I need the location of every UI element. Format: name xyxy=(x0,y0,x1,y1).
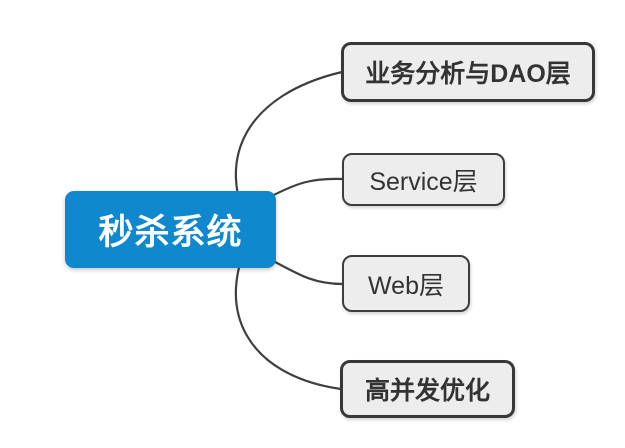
child-topic-label: Web层 xyxy=(368,271,444,300)
connector-line-root-to-child-1 xyxy=(262,177,345,202)
child-topic-label: 高并发优化 xyxy=(364,377,490,405)
child-topic-label: 业务分析与DAO层 xyxy=(365,60,571,88)
child-topic-node-service-layer[interactable]: Service层 xyxy=(342,153,505,206)
child-topic-node-web-layer[interactable]: Web层 xyxy=(342,255,470,312)
child-topic-label: Service层 xyxy=(369,167,478,196)
child-topic-node-dao-layer[interactable]: 业务分析与DAO层 xyxy=(341,42,595,102)
child-topic-node-high-concurrency[interactable]: 高并发优化 xyxy=(340,360,515,418)
root-topic-label: 秒杀系统 xyxy=(98,213,243,252)
root-topic-node[interactable]: 秒杀系统 xyxy=(65,191,276,268)
